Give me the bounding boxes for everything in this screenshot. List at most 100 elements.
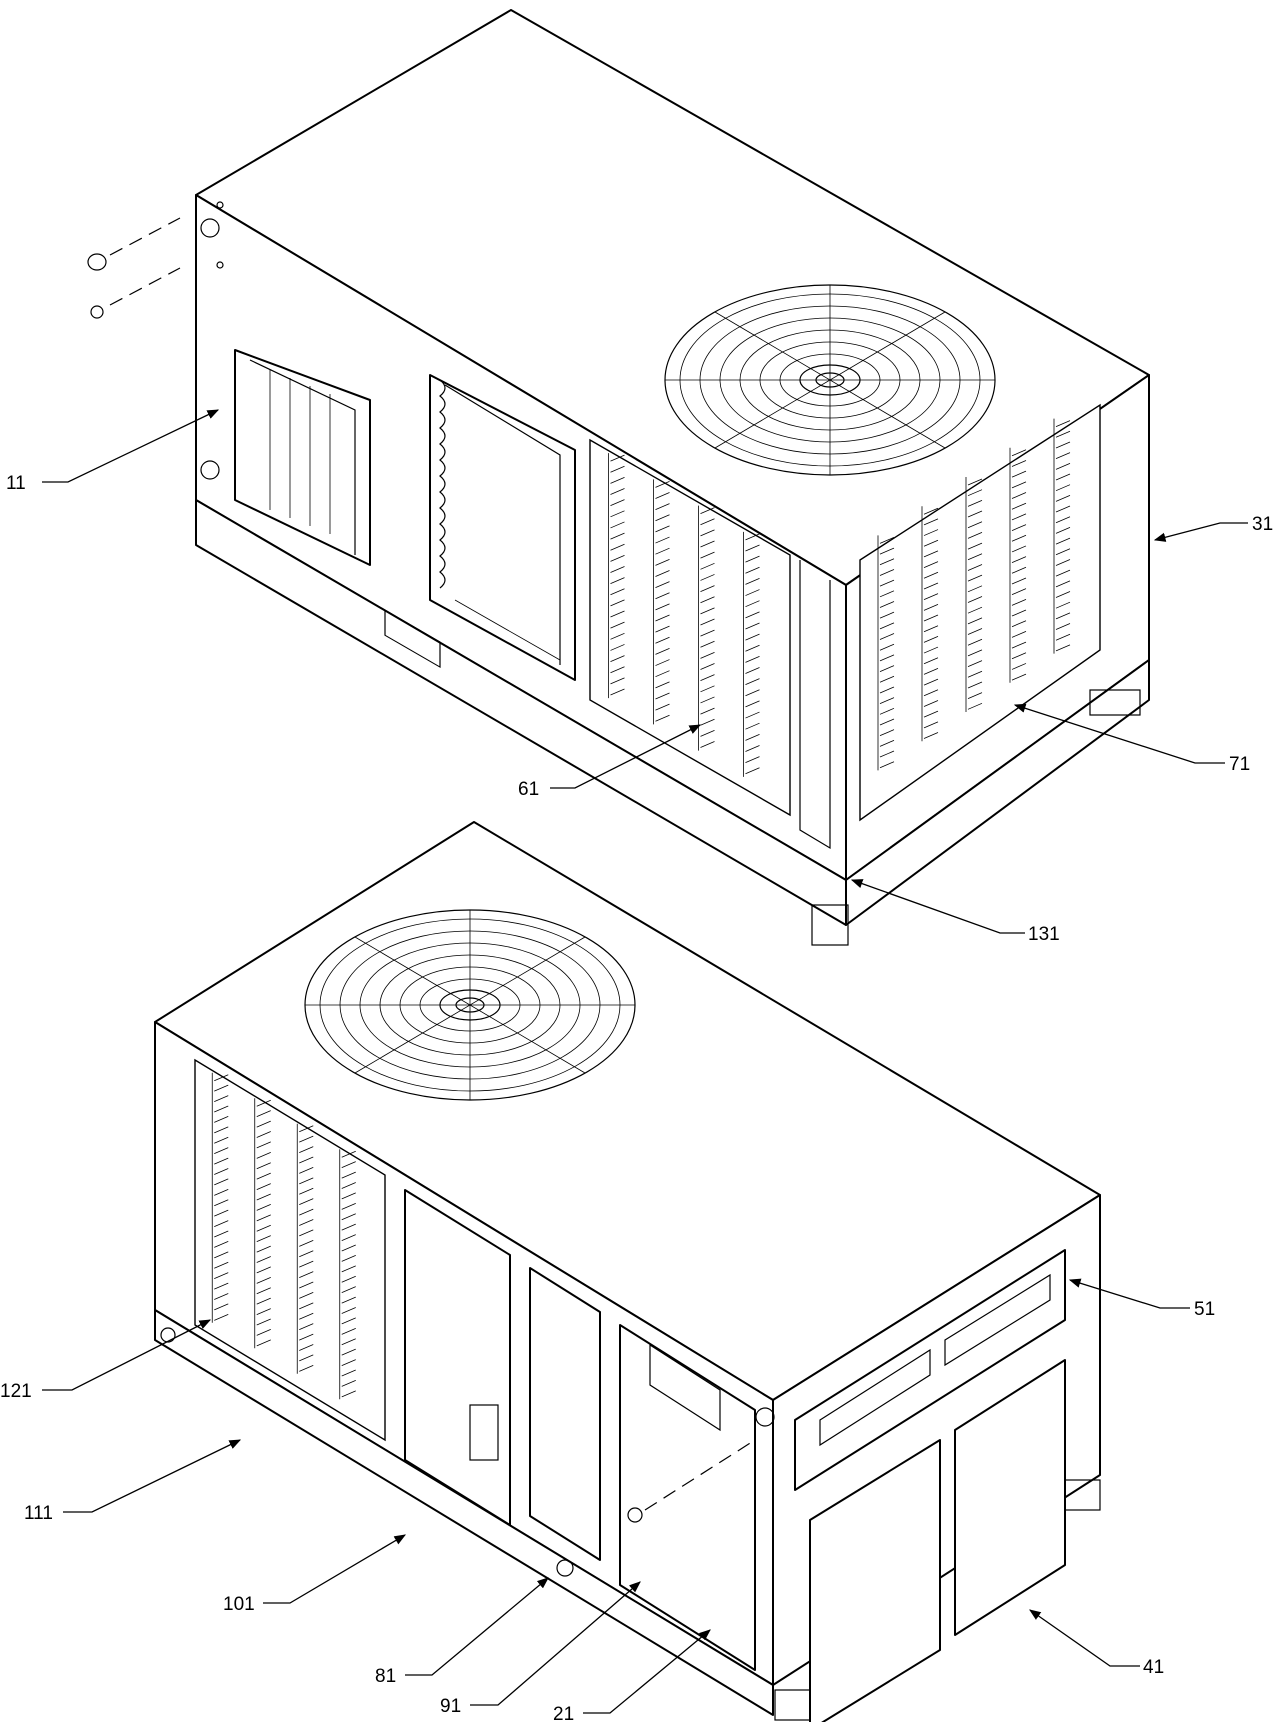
louver-slat xyxy=(256,1110,271,1118)
louver-slat xyxy=(745,689,760,697)
louver-slat xyxy=(967,628,983,635)
end-lower-panel-right xyxy=(954,1359,1066,1636)
louver-slat xyxy=(745,745,760,752)
louver-slat xyxy=(745,667,760,674)
louver-slat xyxy=(923,636,939,643)
louver-slat xyxy=(745,722,760,730)
control-access-panel xyxy=(619,1324,756,1671)
louver-slat xyxy=(879,622,895,630)
louver-slat xyxy=(879,739,895,747)
louver-slat xyxy=(299,1281,314,1289)
louver-slat xyxy=(923,678,939,686)
louver-slat xyxy=(879,643,895,651)
louver-slat xyxy=(655,614,670,622)
louver-slat xyxy=(655,536,670,544)
louver-slat xyxy=(700,696,715,704)
louver-slat xyxy=(700,685,715,693)
louver-slat xyxy=(214,1136,229,1144)
louver-slat xyxy=(256,1141,271,1149)
louver-slat xyxy=(299,1364,314,1372)
louver-slat xyxy=(299,1333,314,1341)
louver-slat xyxy=(879,579,895,587)
louver-slat xyxy=(745,544,760,552)
louver-slat xyxy=(610,532,625,540)
louver-slat xyxy=(214,1116,229,1123)
louver-slat xyxy=(214,1105,229,1113)
louver-slat xyxy=(610,543,625,551)
louver-slat xyxy=(1011,609,1027,617)
louver-slat xyxy=(923,625,939,633)
louver-slat xyxy=(1011,556,1027,563)
louver-slat xyxy=(299,1323,314,1331)
louver-slat xyxy=(967,521,983,529)
louver-slat xyxy=(1055,430,1071,438)
louver-slat xyxy=(1055,569,1071,577)
louver-slat xyxy=(1011,481,1027,489)
louver-slat xyxy=(341,1338,356,1346)
louver-slat xyxy=(655,681,670,689)
end-lower-panel xyxy=(809,1439,941,1722)
louver-slat xyxy=(700,507,715,514)
louver-slat xyxy=(341,1161,356,1169)
louver-slat xyxy=(967,681,983,689)
louver-slat xyxy=(256,1183,271,1190)
leader-lines xyxy=(42,409,1248,1714)
louver-slat xyxy=(879,590,895,598)
louver-slat xyxy=(655,636,670,644)
louver-slat xyxy=(967,553,983,561)
louver-slat xyxy=(700,529,715,537)
louver-slat xyxy=(256,1120,271,1128)
louver-slat xyxy=(879,537,895,544)
louver-slat xyxy=(1055,623,1071,630)
louver-slat xyxy=(610,465,625,473)
louver-slat xyxy=(341,1202,356,1210)
louver-slat xyxy=(214,1220,229,1227)
louver-slat xyxy=(967,692,983,700)
louver-slat xyxy=(299,1271,314,1278)
louver-slat xyxy=(655,659,670,666)
louver-slat xyxy=(214,1293,229,1300)
louver-slat xyxy=(1055,559,1071,566)
louver-slat xyxy=(967,574,983,582)
louver-slat xyxy=(745,578,760,585)
louver-slat xyxy=(299,1312,314,1320)
callout-121: 121 xyxy=(0,1381,32,1402)
louver-slat xyxy=(700,607,715,615)
bottom-condenser-fan-guard xyxy=(304,909,636,1101)
louver-slat xyxy=(256,1214,271,1222)
louver-slat xyxy=(1055,441,1071,449)
supply-air-opening xyxy=(429,374,576,681)
louver-slat xyxy=(745,555,760,563)
louver-slat xyxy=(256,1245,271,1253)
louver-slat xyxy=(879,611,895,619)
louver-slat xyxy=(341,1317,356,1325)
louver-slat xyxy=(214,1261,229,1269)
louver-slat xyxy=(745,711,760,719)
fastener xyxy=(627,1507,643,1523)
louver-slat xyxy=(967,670,983,678)
louver-slat xyxy=(1011,566,1027,574)
louver-slat xyxy=(655,625,670,633)
louver-slat xyxy=(879,633,895,640)
louver-slat xyxy=(967,478,983,486)
louver-slat xyxy=(1011,663,1027,670)
louver-slat xyxy=(214,1157,229,1165)
louver-slat xyxy=(341,1359,356,1366)
louver-slat xyxy=(879,707,895,715)
louver-slat xyxy=(610,454,625,462)
louver-slat xyxy=(1011,598,1027,606)
louver-slat xyxy=(256,1297,271,1305)
louver-slat xyxy=(1011,545,1027,553)
louver-slat xyxy=(967,638,983,646)
louver-slat xyxy=(214,1303,229,1311)
louver-slat xyxy=(610,632,625,640)
louver-slat xyxy=(1055,591,1071,598)
louver-slat xyxy=(745,633,760,641)
louver-slat xyxy=(923,603,939,611)
louver-slat xyxy=(967,702,983,710)
louver-slat xyxy=(923,721,939,729)
louver-slat xyxy=(341,1348,356,1356)
louver-slat xyxy=(879,558,895,566)
louver-slat xyxy=(214,1074,229,1082)
louver-slat xyxy=(341,1255,356,1262)
